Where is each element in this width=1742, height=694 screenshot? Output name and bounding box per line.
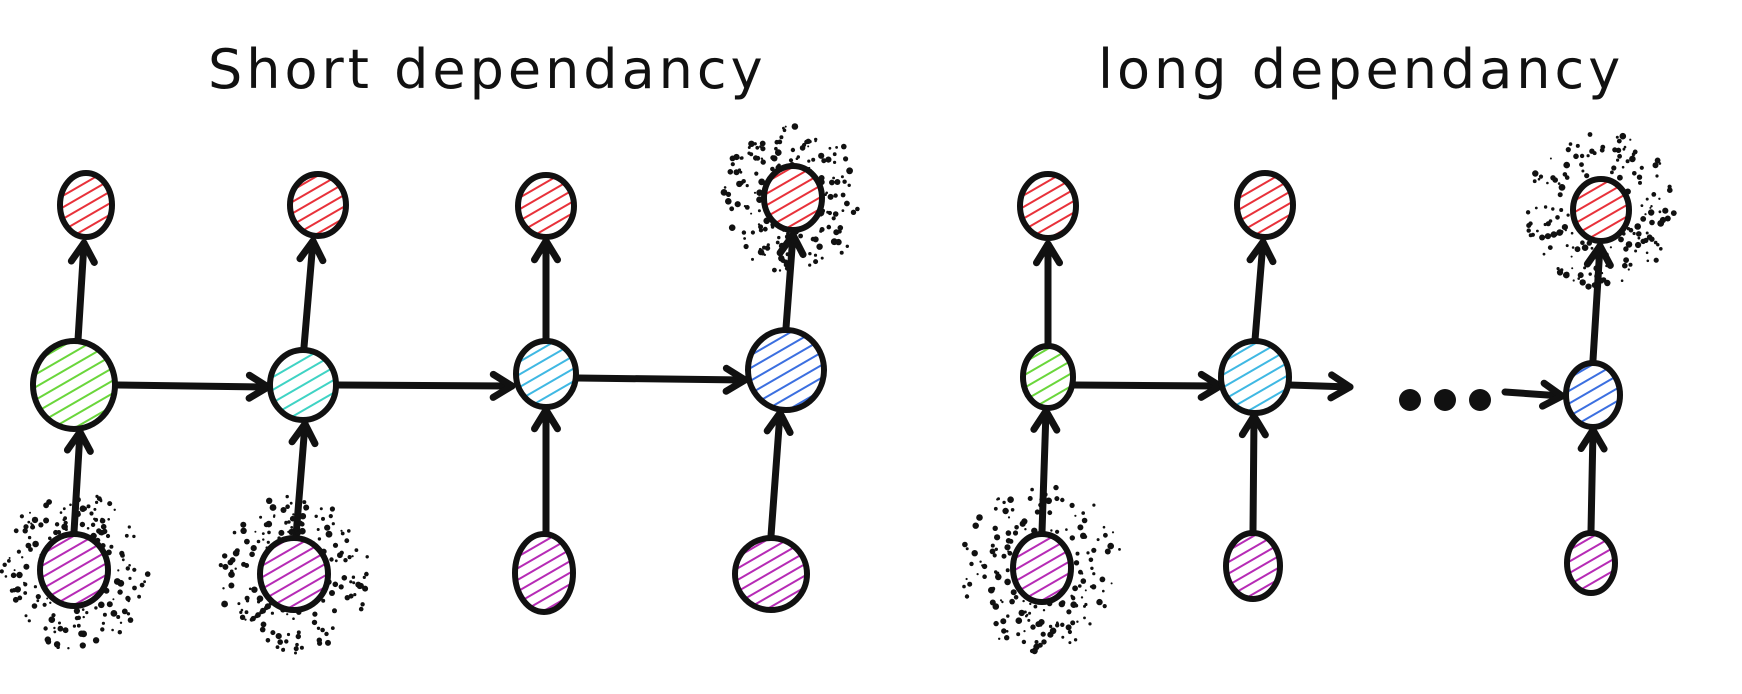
output-node-7 bbox=[1570, 176, 1632, 244]
edge-hid-hid-3 bbox=[574, 364, 749, 395]
output-node-2 bbox=[287, 171, 349, 239]
edge-hid-out-5 bbox=[1033, 240, 1063, 348]
nodes-layer bbox=[30, 163, 1632, 615]
edge-into-hid-7 bbox=[1501, 379, 1566, 410]
hidden-node-1 bbox=[30, 338, 118, 432]
ellipsis-dot-2 bbox=[1434, 389, 1456, 411]
edge-hid-right-6 bbox=[1286, 371, 1354, 402]
input-node-5 bbox=[1010, 531, 1074, 605]
speckle-input-1 bbox=[0, 494, 151, 650]
input-node-7 bbox=[1564, 530, 1618, 596]
hidden-node-4 bbox=[745, 327, 827, 413]
ellipsis-dots: ... bbox=[1399, 389, 1491, 411]
left-title: Short dependancy bbox=[208, 38, 767, 101]
output-node-4 bbox=[761, 163, 825, 233]
edge-in-hid-4 bbox=[763, 409, 794, 540]
hidden-node-3 bbox=[513, 338, 579, 410]
output-node-6 bbox=[1234, 170, 1296, 240]
hidden-node-2 bbox=[267, 347, 339, 423]
speckle-output-7 bbox=[1525, 132, 1677, 290]
input-node-1 bbox=[37, 531, 111, 609]
input-node-6 bbox=[1223, 530, 1283, 602]
edge-hid-hid-5 bbox=[1070, 370, 1224, 401]
output-node-5 bbox=[1017, 171, 1079, 241]
edge-hid-hid-2 bbox=[334, 370, 516, 401]
edge-hid-out-6 bbox=[1246, 238, 1277, 344]
hidden-node-5 bbox=[1020, 343, 1076, 411]
output-node-3 bbox=[515, 172, 577, 240]
edge-hid-out-3 bbox=[531, 237, 561, 343]
edge-in-hid-2 bbox=[288, 420, 319, 540]
edge-hid-out-7 bbox=[1583, 242, 1614, 364]
right-title: long dependancy bbox=[1098, 38, 1624, 101]
edge-in-hid-1 bbox=[63, 428, 94, 536]
input-node-3 bbox=[512, 531, 576, 615]
ellipsis-dot-1 bbox=[1399, 389, 1421, 411]
input-node-2 bbox=[257, 535, 331, 613]
edges-layer bbox=[63, 231, 1614, 540]
hidden-node-6 bbox=[1218, 338, 1292, 416]
edge-in-hid-6 bbox=[1238, 412, 1269, 535]
edge-hid-out-1 bbox=[67, 239, 98, 344]
edge-hid-out-2 bbox=[296, 237, 327, 351]
hidden-node-7 bbox=[1563, 360, 1623, 430]
input-node-4 bbox=[732, 535, 810, 613]
edge-hid-out-4 bbox=[776, 231, 807, 332]
speckle-input-5 bbox=[962, 484, 1121, 655]
ellipsis-dot-3 bbox=[1469, 389, 1491, 411]
edge-in-hid-7 bbox=[1577, 426, 1608, 535]
edge-in-hid-3 bbox=[531, 406, 561, 536]
output-node-1 bbox=[57, 170, 115, 240]
edge-hid-hid-1 bbox=[114, 371, 272, 402]
